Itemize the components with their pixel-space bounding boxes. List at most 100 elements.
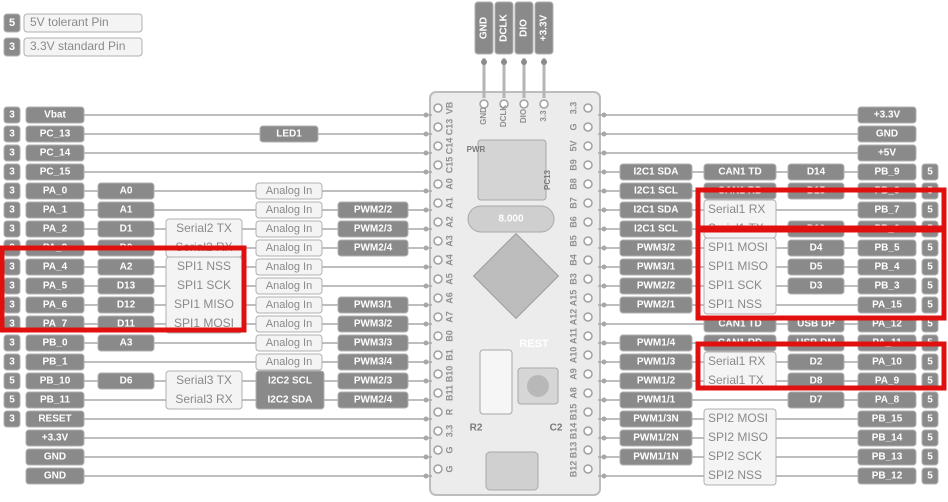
pin-name-box-right [857,163,917,181]
board-pin-left [433,331,443,341]
volt-badge-left [3,410,21,428]
pin-name-box-right [857,201,917,219]
pin-name-box-left [25,106,85,124]
board-label-right: 5V [568,140,578,151]
volt-left: 3 [9,262,15,273]
arduino-tag-box [97,334,155,352]
periph-box-right [619,410,693,428]
pin-name-box-right [857,353,917,371]
board-label-right: B6 [568,216,578,228]
analog-in-box [255,220,323,238]
periph-label-right: PWM1/3N [633,414,679,425]
periph-box-right [619,353,693,371]
periph-label-right: PWM1/1N [633,452,679,463]
arduino-tag-right-label: D4 [810,243,823,254]
arduino-tag-right-label: D2 [810,357,823,368]
arduino-tag: D6 [120,376,133,387]
periph-label-right: PWM1/4 [637,338,676,349]
board-pin-right [583,445,593,455]
volt-left: 3 [9,129,15,140]
periph-box-right [619,334,693,352]
board-label-left: C13 [444,119,454,136]
board-pin-left [433,103,443,113]
board-pin-right [583,312,593,322]
volt-left: 3 [9,167,15,178]
board-label-right: A11 [568,328,578,344]
pin-name-left: PA_0 [43,186,68,197]
group-box-left [165,370,243,410]
can-label: CAN1 TD [718,167,761,178]
board-pin-left [433,445,443,455]
volt-right: 5 [927,243,933,254]
arduino-tag: A1 [120,205,133,216]
board-pin-right [583,388,593,398]
volt-badge-left [3,144,21,162]
arduino-tag-right [787,163,845,181]
pin-name-box-right [857,106,917,124]
pin-name-box-right [857,239,917,257]
volt-right: 5 [927,262,933,273]
board-pin-left [433,179,443,189]
volt-right: 5 [927,376,933,387]
board-pin-left [433,388,443,398]
volt-badge-right [921,353,939,371]
volt-left: 3 [9,224,15,235]
board-pin-left [433,464,443,474]
periph-label-right: I2C1 SCL [634,224,678,235]
board-label-left: A1 [444,197,454,209]
volt-right: 5 [927,205,933,216]
pin-name-box-left [25,182,85,200]
board-label-left: A6 [444,292,454,304]
volt-right: 5 [927,395,933,406]
volt-badge-left [3,372,21,390]
pin-name-left: +3.3V [42,433,69,444]
pin-name-box-right [857,448,917,466]
analog-in-label: Analog In [266,318,312,330]
pwm-box-left [337,334,409,352]
periph-label-right: PWM1/3 [637,357,676,368]
top-header-label: DCLK [499,13,510,42]
volt-left: 3 [9,319,15,330]
arduino-tag-right [787,391,845,409]
pin-name-box-left [25,467,85,485]
periph-box-right [619,296,693,314]
board-pin-left [433,426,443,436]
board-pin-right [583,179,593,189]
volt-badge-right [921,201,939,219]
periph-box-right [619,277,693,295]
crystal-label: 8.000 [498,214,523,225]
board-pin-right [583,141,593,151]
board-label-left: VB [444,101,454,114]
board-label-right: B7 [568,197,578,209]
pin-name-left: PB_10 [40,376,71,387]
board-label-right: B14 [568,423,578,440]
volt-badge-right [921,410,939,428]
reset-button [527,375,549,397]
pin-name-right: PB_14 [872,433,903,444]
board-pin-left [433,312,443,322]
legend-num-box [3,37,21,57]
can-box [703,163,777,181]
pin-name-box-right [857,125,917,143]
volt-right: 5 [927,433,933,444]
pin-name-box-left [25,353,85,371]
regulator [477,139,547,201]
board-pin-right [583,217,593,227]
board-label-right: A9 [568,368,578,380]
volt-badge-right [921,467,939,485]
arduino-tag-right [787,258,845,276]
board-label-right: B12 [568,461,578,478]
pin-name-left: Vbat [44,110,66,121]
led-label: LED1 [276,129,302,140]
legend-text: 5V tolerant Pin [30,15,109,29]
board-pin-right [583,426,593,436]
volt-badge-left [3,334,21,352]
pin-name-left: PB_11 [40,395,70,406]
board-label-right: B13 [568,442,578,459]
group-box-right [703,237,777,315]
pin-name-left: PA_1 [43,205,68,216]
board-label-left: G [444,465,454,472]
group-line-left: Serial2 TX [176,221,232,235]
board-pin-right [583,274,593,284]
board-pin-left [433,236,443,246]
